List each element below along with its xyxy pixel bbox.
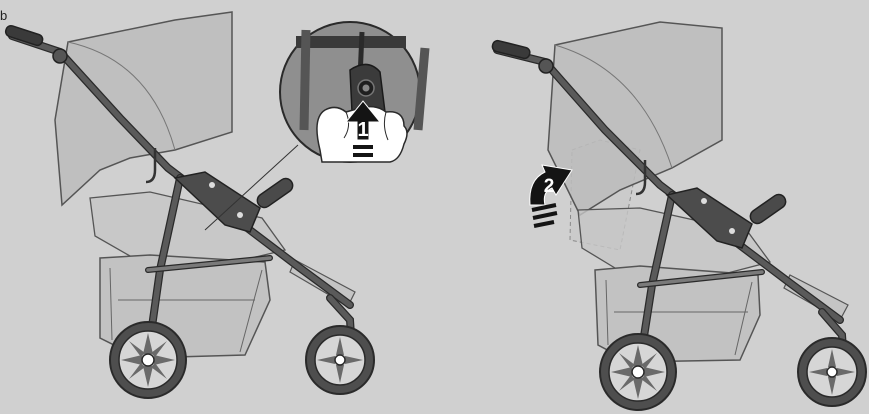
canopy-reclined — [548, 22, 722, 215]
step-2-label: 2 — [544, 176, 555, 197]
step-2-arrow: 2 — [530, 165, 572, 226]
corner-label: b — [0, 8, 7, 23]
step-1-label: 1 — [357, 119, 368, 141]
seat — [90, 192, 285, 262]
detail-callout: 1 — [280, 22, 425, 162]
rear-wheel — [110, 322, 186, 398]
front-wheel — [306, 326, 374, 394]
stroller-right: 2 — [491, 22, 866, 410]
armrest — [255, 176, 296, 210]
